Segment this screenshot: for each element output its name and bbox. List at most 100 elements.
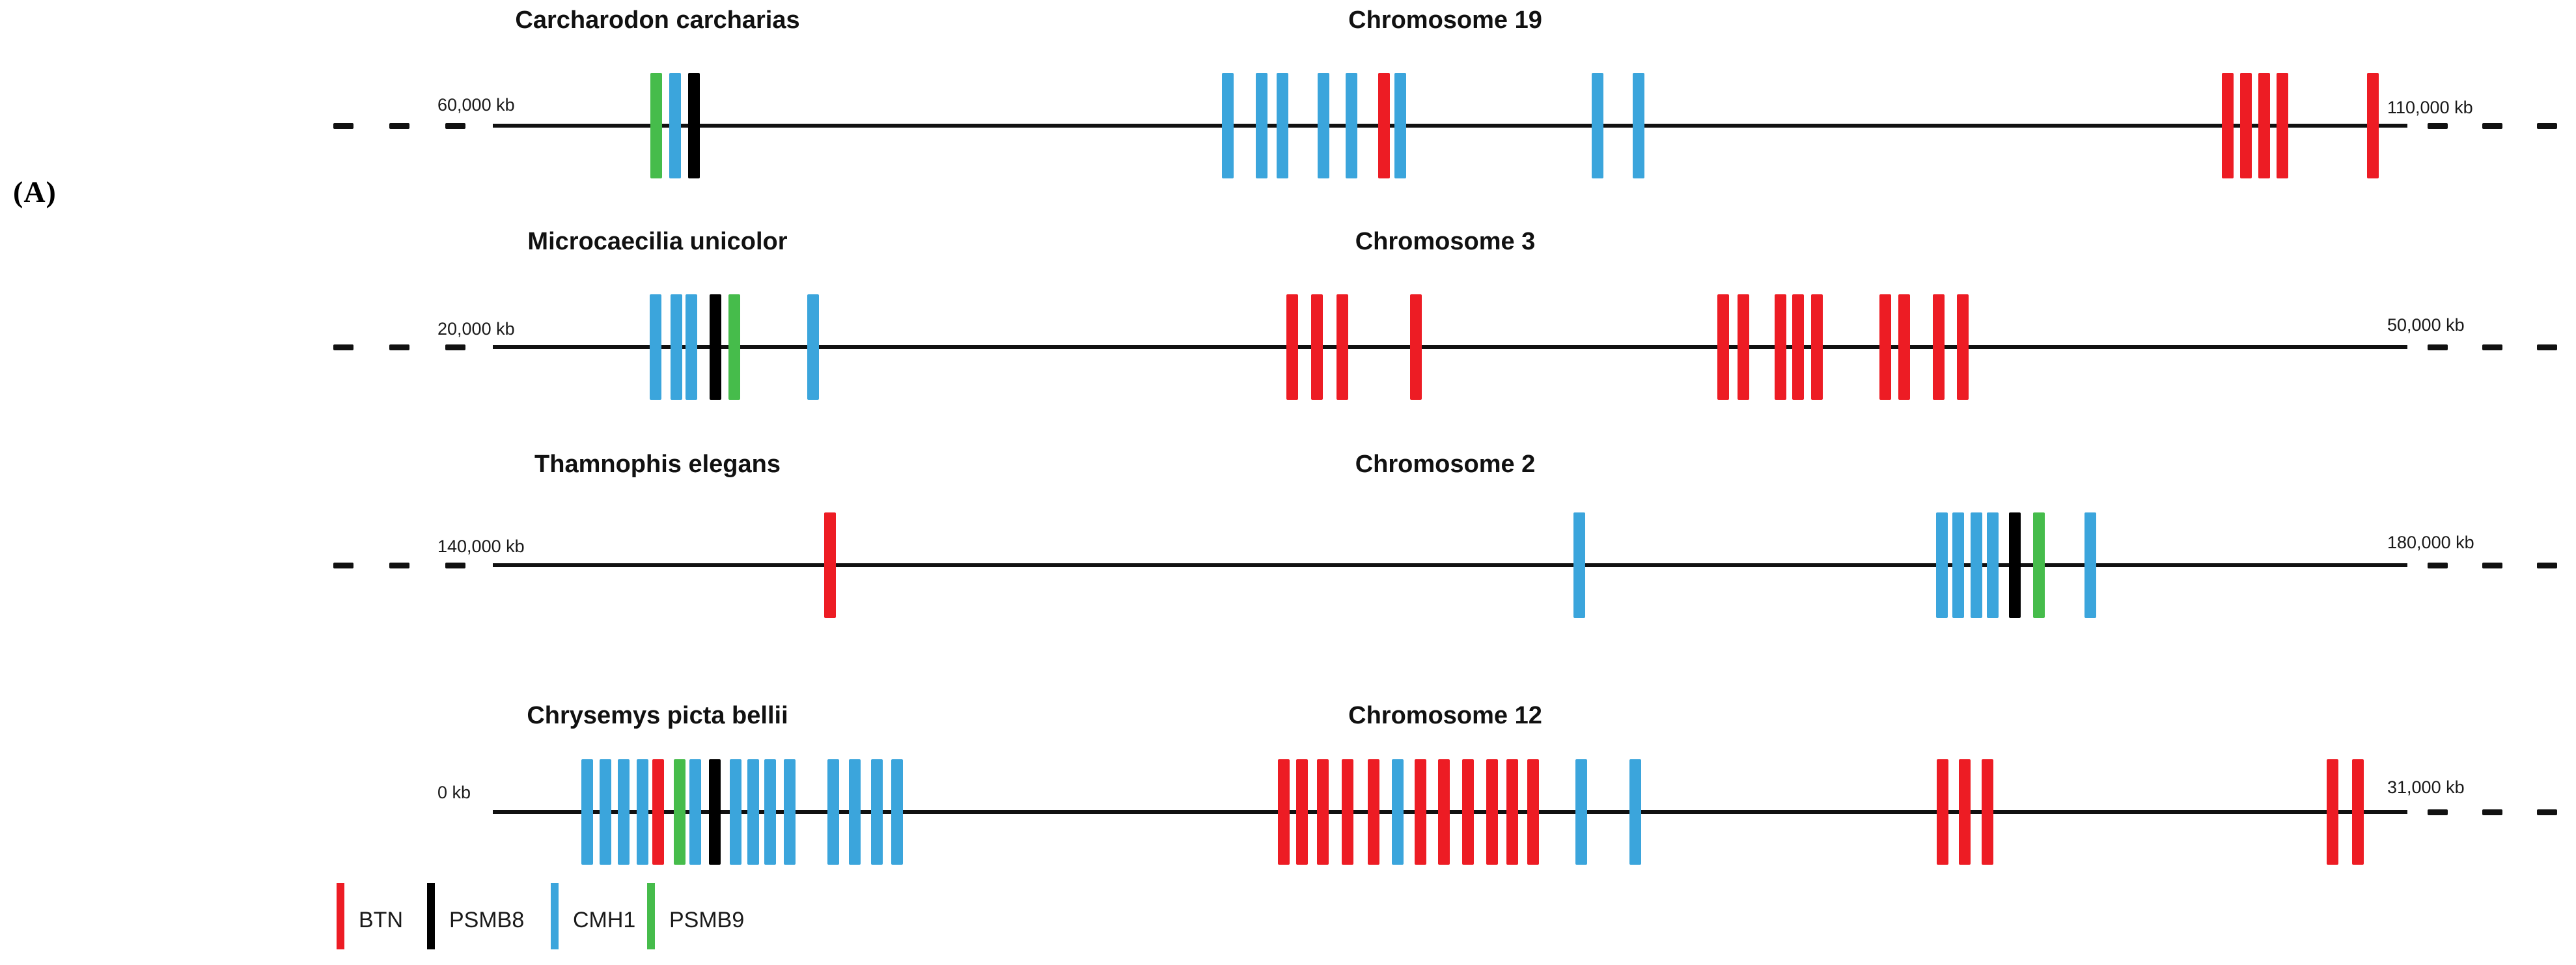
chromosome-title: Chromosome 3 (1355, 228, 1536, 255)
gene-bar-cmh1 (1592, 73, 1603, 178)
chromosome-title: Chromosome 19 (1348, 7, 1542, 34)
gene-bar-btn (1415, 759, 1426, 865)
legend-label-cmh1: CMH1 (573, 908, 636, 932)
gene-bar-btn (1738, 294, 1749, 400)
chromosome-continuation-dash (389, 123, 409, 129)
gene-bar-cmh1 (1394, 73, 1406, 178)
species-title: Microcaecilia unicolor (527, 228, 788, 255)
gene-bar-cmh1 (2084, 512, 2096, 618)
chromosome-continuation-dash (2428, 563, 2448, 568)
gene-bar-btn (1506, 759, 1518, 865)
gene-bar-btn (1462, 759, 1474, 865)
chromosome-continuation-dash (2482, 563, 2502, 568)
chromosome-continuation-dash (2482, 344, 2502, 350)
chromosome-continuation-dash (445, 563, 465, 568)
gene-bar-cmh1 (581, 759, 593, 865)
gene-bar-btn (1368, 759, 1379, 865)
chromosome-continuation-dash (2537, 563, 2557, 568)
gene-bar-btn (1311, 294, 1323, 400)
gene-bar-cmh1 (671, 294, 682, 400)
species-title: Carcharodon carcharias (515, 7, 800, 34)
gene-bar-cmh1 (1318, 73, 1329, 178)
gene-bar-btn (1717, 294, 1729, 400)
gene-bar-psmb8 (710, 294, 721, 400)
end-position-label: 180,000 kb (2387, 533, 2474, 552)
chromosome-title: Chromosome 12 (1348, 702, 1542, 729)
gene-bar-cmh1 (1971, 512, 1982, 618)
end-position-label: 31,000 kb (2387, 777, 2465, 797)
start-position-label: 60,000 kb (437, 95, 515, 115)
gene-bar-cmh1 (686, 294, 697, 400)
chromosome-line (493, 810, 2407, 814)
gene-bar-btn (1933, 294, 1945, 400)
chromosome-continuation-dash (389, 344, 409, 350)
legend-label-psmb8: PSMB8 (449, 908, 525, 932)
gene-bar-btn (2367, 73, 2379, 178)
gene-bar-cmh1 (600, 759, 611, 865)
gene-bar-cmh1 (1575, 759, 1587, 865)
gene-bar-psmb8 (688, 73, 700, 178)
chromosome-continuation-dash (2537, 344, 2557, 350)
gene-bar-cmh1 (784, 759, 796, 865)
gene-bar-btn (1336, 294, 1348, 400)
legend-label-btn: BTN (359, 908, 403, 932)
gene-bar-btn (2240, 73, 2252, 178)
panel-label: (A) (13, 175, 57, 208)
gene-bar-btn (1775, 294, 1786, 400)
gene-bar-btn (1296, 759, 1308, 865)
gene-bar-cmh1 (891, 759, 903, 865)
legend-swatch-cmh1 (551, 883, 559, 949)
chromosome-continuation-dash (445, 123, 465, 129)
gene-bar-cmh1 (764, 759, 776, 865)
gene-bar-btn (1342, 759, 1353, 865)
gene-bar-cmh1 (1392, 759, 1404, 865)
gene-bar-cmh1 (807, 294, 819, 400)
gene-bar-cmh1 (1952, 512, 1964, 618)
gene-bar-cmh1 (871, 759, 883, 865)
gene-bar-cmh1 (1346, 73, 1357, 178)
gene-bar-btn (1486, 759, 1498, 865)
gene-bar-btn (1811, 294, 1823, 400)
gene-bar-btn (2222, 73, 2234, 178)
gene-bar-psmb8 (2009, 512, 2021, 618)
gene-bar-cmh1 (827, 759, 839, 865)
end-position-label: 50,000 kb (2387, 315, 2465, 335)
legend-swatch-btn (337, 883, 344, 949)
gene-bar-cmh1 (1573, 512, 1585, 618)
chromosome-continuation-dash (2428, 809, 2448, 815)
start-position-label: 0 kb (437, 783, 471, 802)
gene-bar-btn (1527, 759, 1539, 865)
chromosome-continuation-dash (2537, 809, 2557, 815)
species-title: Thamnophis elegans (534, 451, 781, 478)
chromosome-continuation-dash (2428, 123, 2448, 129)
chromosome-continuation-dash (2482, 123, 2502, 129)
gene-bar-btn (1957, 294, 1969, 400)
gene-bar-cmh1 (1256, 73, 1267, 178)
chromosome-continuation-dash (333, 344, 353, 350)
gene-bar-cmh1 (1987, 512, 1999, 618)
gene-bar-btn (1286, 294, 1298, 400)
gene-bar-btn (1378, 73, 1390, 178)
end-position-label: 110,000 kb (2387, 98, 2473, 117)
gene-bar-psmb9 (674, 759, 686, 865)
chromosome-continuation-dash (445, 344, 465, 350)
species-title: Chrysemys picta bellii (527, 702, 788, 729)
gene-bar-cmh1 (618, 759, 630, 865)
gene-bar-cmh1 (1633, 73, 1644, 178)
gene-bar-btn (1410, 294, 1422, 400)
gene-bar-psmb9 (2033, 512, 2045, 618)
gene-bar-btn (1278, 759, 1290, 865)
gene-bar-btn (652, 759, 664, 865)
chromosome-continuation-dash (2482, 809, 2502, 815)
gene-bar-cmh1 (730, 759, 741, 865)
start-position-label: 140,000 kb (437, 537, 525, 556)
gene-bar-btn (1317, 759, 1329, 865)
gene-bar-cmh1 (1222, 73, 1234, 178)
gene-bar-cmh1 (1629, 759, 1641, 865)
legend-swatch-psmb8 (427, 883, 435, 949)
gene-bar-btn (824, 512, 836, 618)
gene-bar-cmh1 (669, 73, 681, 178)
chromosome-continuation-dash (2537, 123, 2557, 129)
gene-bar-btn (1879, 294, 1891, 400)
